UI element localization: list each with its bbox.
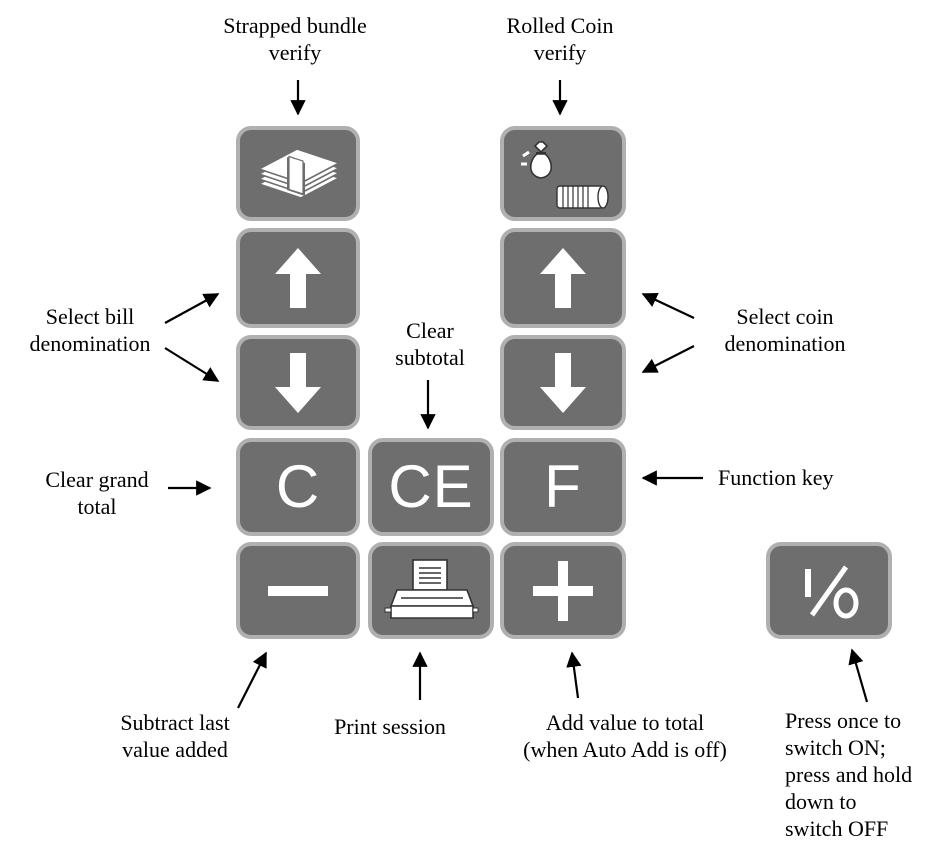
arrow-select-bill-down xyxy=(164,347,220,382)
arrow-down-icon xyxy=(540,352,586,413)
subtract-button[interactable] xyxy=(236,542,360,639)
print-session-button[interactable] xyxy=(368,542,494,639)
arrow-down-icon xyxy=(275,352,321,413)
money-bundle-icon xyxy=(258,148,340,199)
arrow-up-icon xyxy=(540,248,586,308)
c-key-label: C xyxy=(275,453,321,520)
ce-key-label: CE xyxy=(388,453,474,520)
coin-roll-icon xyxy=(521,140,609,209)
coin-denomination-down-button[interactable] xyxy=(500,335,626,430)
rolled-coin-key[interactable] xyxy=(500,126,626,221)
clear-subtotal-button[interactable]: CE xyxy=(368,438,494,536)
clear-grand-total-button[interactable]: C xyxy=(236,438,360,536)
bill-denomination-up-button[interactable] xyxy=(236,228,360,328)
arrow-select-coin-down xyxy=(641,345,695,373)
arrow-select-coin-up xyxy=(641,292,695,319)
arrow-select-bill-up xyxy=(164,293,220,324)
label-clear-subtotal: Clear subtotal xyxy=(395,318,465,370)
label-strapped-bundle-verify: Strapped bundle verify xyxy=(223,13,367,65)
label-add-value-to-total: Add value to total (when Auto Add is off… xyxy=(523,710,727,762)
label-clear-grand-total: Clear grand total xyxy=(45,467,149,519)
plus-icon xyxy=(533,560,593,621)
label-function-key: Function key xyxy=(718,465,834,490)
arrow-up-icon xyxy=(275,248,321,308)
label-print-session: Print session xyxy=(334,714,446,739)
bill-denomination-down-button[interactable] xyxy=(236,335,360,430)
printer-icon xyxy=(384,558,479,619)
arrow-subtract xyxy=(237,651,267,709)
label-rolled-coin-verify: Rolled Coin verify xyxy=(506,13,614,65)
coin-denomination-up-button[interactable] xyxy=(500,228,626,328)
arrow-power xyxy=(848,648,869,703)
power-button[interactable] xyxy=(766,542,892,639)
power-toggle-icon xyxy=(805,565,859,618)
label-power-key: Press once to switch ON; press and hold … xyxy=(785,708,913,841)
arrow-add-value xyxy=(566,651,582,699)
add-value-button[interactable] xyxy=(500,542,626,639)
label-subtract-last-value: Subtract last value added xyxy=(120,710,230,762)
f-key-label: F xyxy=(544,453,582,520)
strapped-bundle-key[interactable] xyxy=(236,126,360,221)
label-select-bill-denomination: Select bill denomination xyxy=(29,304,151,356)
label-select-coin-denomination: Select coin denomination xyxy=(724,304,846,356)
minus-icon xyxy=(268,585,328,596)
function-key-button[interactable]: F xyxy=(500,438,626,536)
